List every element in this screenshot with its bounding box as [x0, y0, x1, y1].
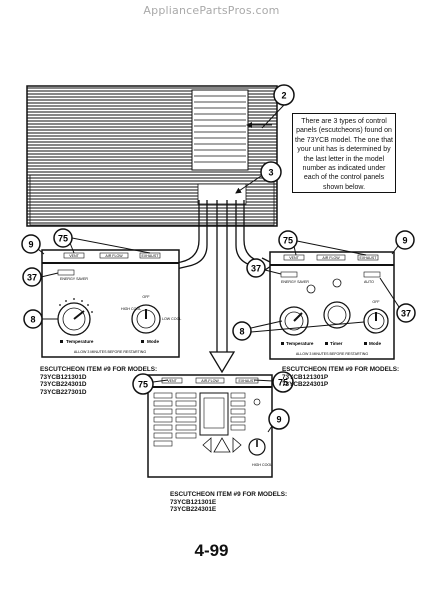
- left-temperature-label: Temperature: [66, 339, 94, 344]
- escutcheon-left-models: ESCUTCHEON ITEM #9 FOR MODELS: 73YCB1213…: [40, 366, 157, 396]
- esc-left-line-3: 73YCB227301D: [40, 388, 87, 396]
- bottom-callouts: 75 75 9: [132, 371, 294, 433]
- bottom-vent-label: VENT: [167, 379, 177, 383]
- esc-right-line-2: 73YCB224301P: [282, 381, 329, 389]
- left-high-cool-label: HIGH COOL: [121, 307, 141, 311]
- callout-3: 3: [235, 161, 282, 194]
- callout-right-37b: 37: [401, 309, 411, 319]
- info-note: There are 3 types of control panels (esc…: [292, 113, 396, 193]
- esc-right-line-0: ESCUTCHEON ITEM #9 FOR MODELS:: [282, 366, 400, 373]
- esc-left-line-2: 73YCB224301D: [40, 381, 87, 389]
- left-mode-label: Mode: [147, 339, 159, 344]
- esc-left-line-0: ESCUTCHEON ITEM #9 FOR MODELS:: [40, 366, 158, 373]
- right-energy-saver-label: ENERGY SAVER: [281, 280, 309, 284]
- right-footer-label: ALLOW 3 MINUTES BEFORE RESTARTING: [296, 352, 369, 356]
- bottom-airflow-label: AIR-FLOW: [201, 379, 219, 383]
- left-vent-label: VENT: [69, 254, 79, 258]
- left-energy-saver-label: ENERGY SAVER: [60, 277, 88, 281]
- right-panel: VENT AIR FLOW EXHAUST ENERGY SAVER AUTO …: [269, 251, 395, 360]
- left-low-cool-label: LOW COOL: [162, 317, 181, 321]
- callout-bottom-75a: 75: [138, 380, 148, 390]
- callout-left-37: 37: [27, 273, 37, 283]
- left-footer-label: ALLOW 3 MINUTES BEFORE RESTARTING: [74, 350, 147, 354]
- esc-right-line-1: 73YCB121301P: [282, 373, 329, 381]
- bottom-exhaust-label: EXHAUST: [239, 379, 257, 383]
- left-off-label: OFF: [142, 295, 150, 299]
- escutcheon-right-models: ESCUTCHEON ITEM #9 FOR MODELS: 73YCB1213…: [282, 366, 399, 389]
- bottom-panel: VENT AIR-FLOW EXHAUST HIGH COOL: [147, 374, 273, 478]
- right-mode-label: Mode: [369, 341, 381, 346]
- esc-left-line-1: 73YCB121301D: [40, 373, 87, 381]
- callout-right-9: 9: [402, 236, 407, 246]
- callout-left-8: 8: [30, 315, 35, 325]
- right-airflow-label: AIR FLOW: [322, 256, 340, 260]
- callout-right-37a: 37: [251, 264, 261, 274]
- page-number: 4-99: [194, 541, 229, 560]
- callout-right-75: 75: [283, 236, 293, 246]
- left-panel: VENT AIR FLOW EXHAUST ENERGY SAVER OFF H…: [41, 249, 181, 358]
- flow-arrows: [158, 200, 276, 374]
- esc-bottom-line-2: 73YCB224301E: [170, 506, 217, 514]
- left-airflow-label: AIR FLOW: [105, 254, 123, 258]
- escutcheon-bottom-models: ESCUTCHEON ITEM #9 FOR MODELS: 73YCB1213…: [170, 491, 287, 514]
- callout-2-label: 2: [281, 91, 286, 101]
- callout-3-label: 3: [268, 168, 273, 178]
- bottom-high-cool-label: HIGH COOL: [252, 463, 272, 467]
- right-vent-label: VENT: [289, 256, 299, 260]
- right-auto-label: AUTO: [364, 280, 374, 284]
- callout-2: 2: [246, 84, 295, 129]
- ac-unit: [26, 85, 278, 227]
- left-callouts: 9 75 37 8: [21, 228, 151, 329]
- right-temperature-label: Temperature: [286, 341, 314, 346]
- callout-left-9: 9: [28, 240, 33, 250]
- esc-bottom-line-0: ESCUTCHEON ITEM #9 FOR MODELS:: [170, 491, 288, 498]
- left-exhaust-label: EXHAUST: [142, 254, 160, 258]
- callout-left-75a: 75: [58, 234, 68, 244]
- right-off-label: OFF: [372, 300, 380, 304]
- callout-right-8: 8: [239, 327, 244, 337]
- esc-bottom-line-1: 73YCB121301E: [170, 498, 217, 506]
- callout-bottom-9: 9: [276, 415, 281, 425]
- callout-bottom-75b: 75: [278, 378, 288, 388]
- right-exhaust-label: EXHAUST: [360, 256, 378, 260]
- right-timer-label: Timer: [330, 341, 343, 346]
- right-callouts: 75 9 37 37 8: [232, 230, 416, 341]
- watermark: AppliancePartsPros.com: [143, 4, 280, 17]
